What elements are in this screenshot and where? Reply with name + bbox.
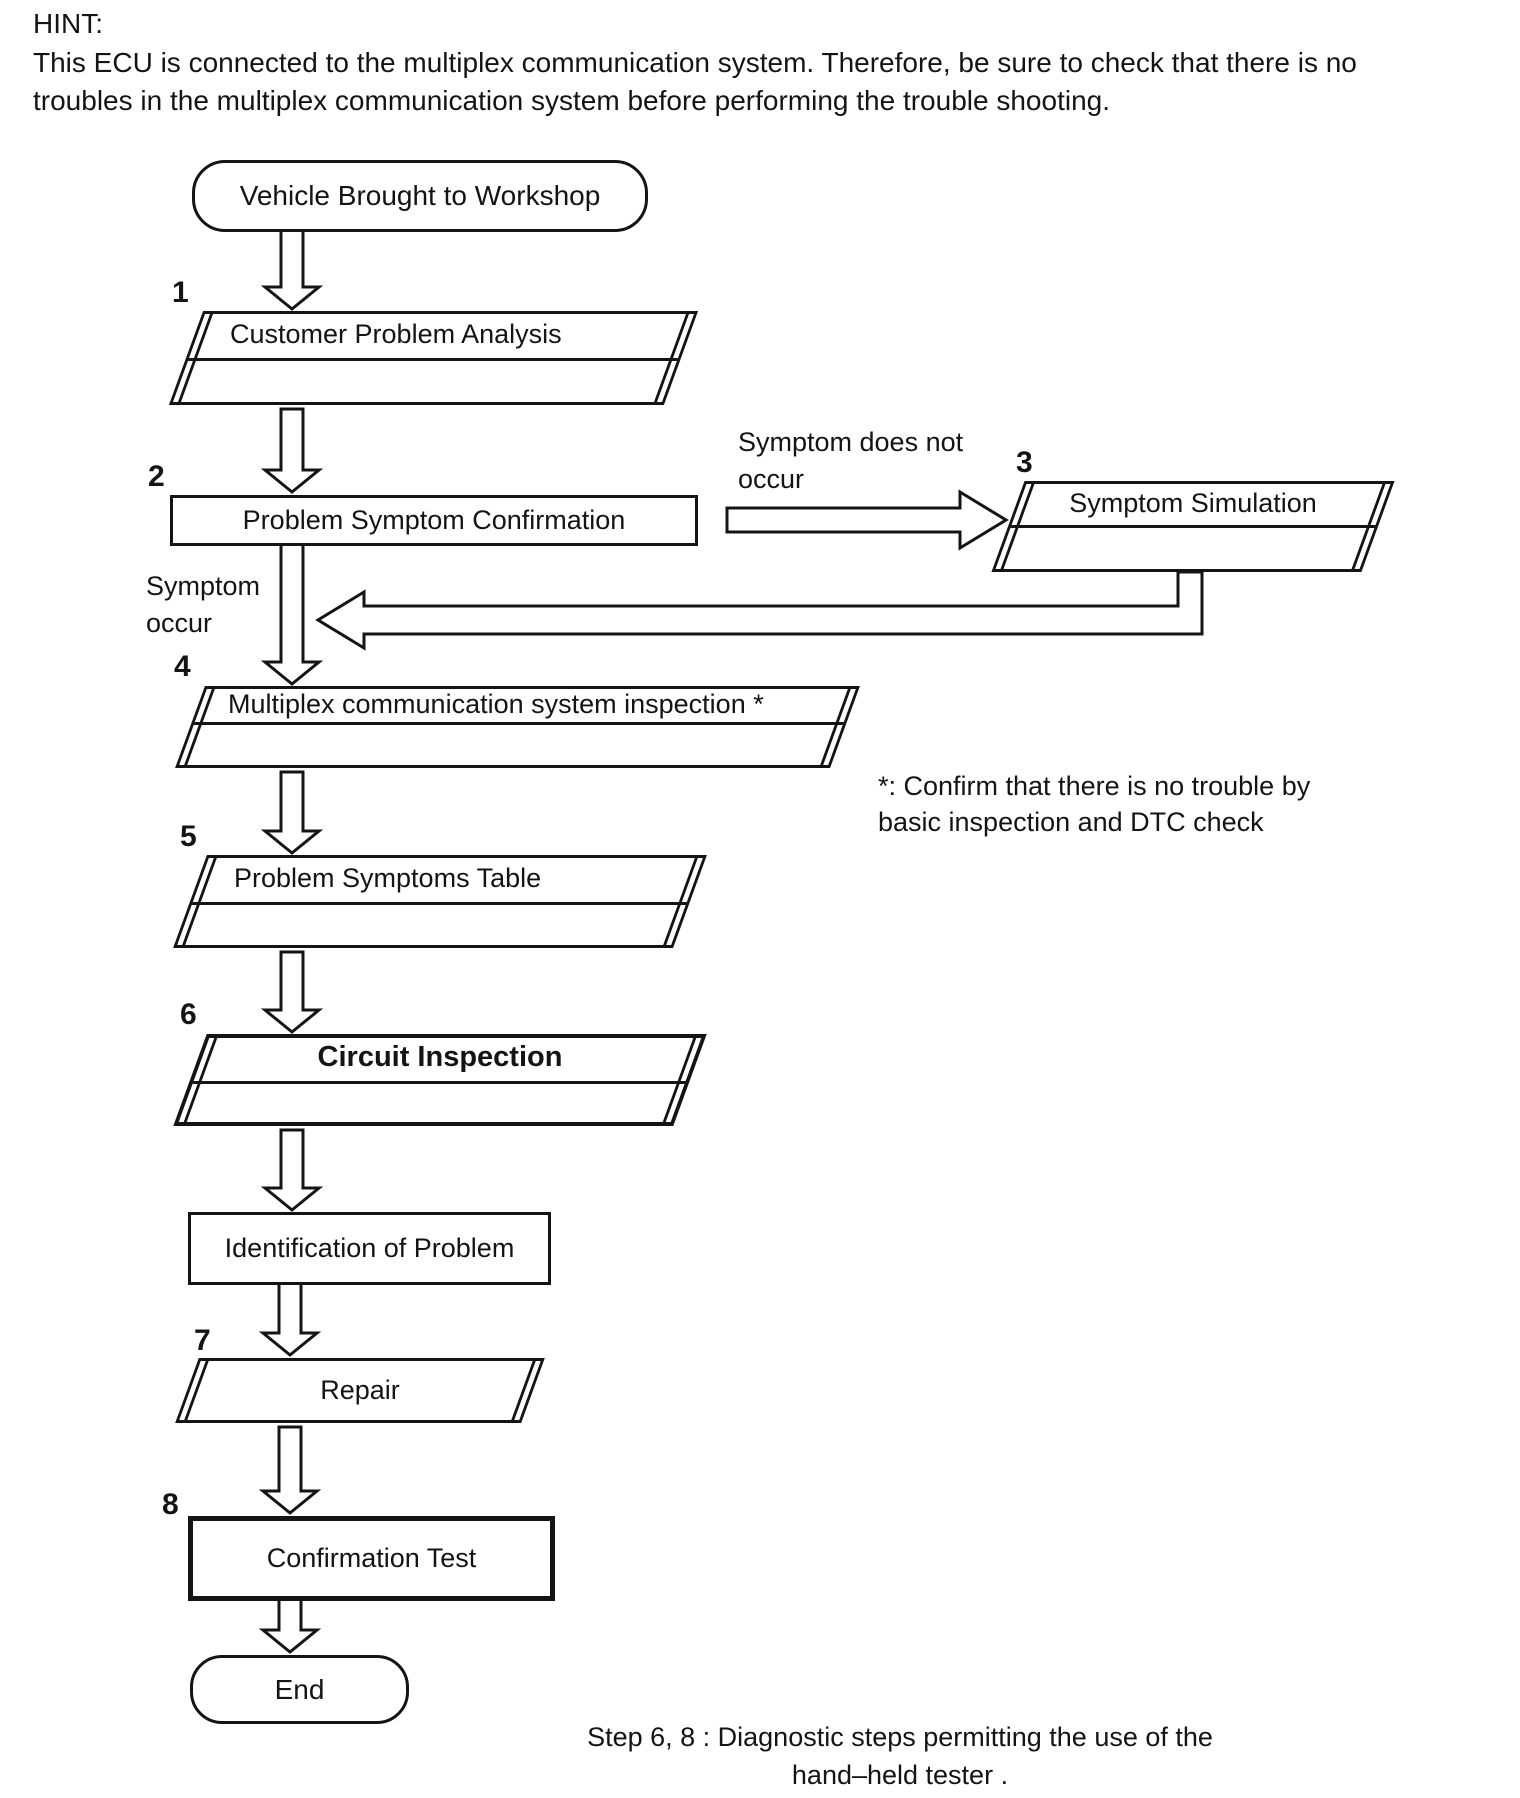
node-end-label: End xyxy=(274,1673,325,1705)
node-label: Customer Problem Analysis xyxy=(230,319,562,349)
arrow-step6-to-identification xyxy=(260,1128,324,1212)
step-number-2: 2 xyxy=(148,460,165,493)
edge-label-line-2: occur xyxy=(738,464,805,494)
band-divider xyxy=(191,902,687,905)
node-identification-of-problem: Identification of Problem xyxy=(188,1212,551,1285)
hint-paragraph: This ECU is connected to the multiplex c… xyxy=(33,44,1503,120)
step-number-3: 3 xyxy=(1016,446,1033,479)
band-divider xyxy=(187,358,679,361)
node-problem-symptoms-table: Problem Symptoms Table xyxy=(173,855,707,948)
node-start-terminal: Vehicle Brought to Workshop xyxy=(192,160,648,232)
arrow-identification-to-step7 xyxy=(258,1281,322,1357)
edge-label-symptom-occur: Symptom occur xyxy=(146,568,260,642)
edge-label-line-1: Symptom does not xyxy=(738,427,964,457)
footnote-line-1: *: Confirm that there is no trouble by xyxy=(878,771,1311,801)
arrow-step1-to-step2 xyxy=(260,407,324,494)
node-start-label: Vehicle Brought to Workshop xyxy=(239,180,601,211)
arrow-step2-to-step4 xyxy=(260,541,324,686)
arrow-step2-to-step3-right xyxy=(725,489,1009,551)
node-symptom-simulation: Symptom Simulation xyxy=(991,481,1395,572)
step-number-5: 5 xyxy=(180,820,197,853)
node-label: Multiplex communication system inspectio… xyxy=(228,688,764,719)
node-customer-problem-analysis: Customer Problem Analysis xyxy=(168,311,699,405)
node-problem-symptom-confirmation: Problem Symptom Confirmation xyxy=(170,495,698,546)
caption-line-1: Step 6, 8 : Diagnostic steps permitting … xyxy=(587,1722,1213,1752)
step-number-1: 1 xyxy=(172,276,189,309)
step-number-7: 7 xyxy=(194,1324,211,1357)
step-number-4: 4 xyxy=(174,650,191,683)
hint-line-1: This ECU is connected to the multiplex c… xyxy=(33,47,1357,78)
band-divider xyxy=(192,1081,686,1084)
caption-line-2: hand–held tester . xyxy=(791,1760,1009,1790)
node-label: Repair xyxy=(320,1375,400,1405)
node-circuit-inspection: Circuit Inspection xyxy=(173,1034,707,1126)
arrow-step8-to-end xyxy=(258,1593,322,1654)
band-divider xyxy=(1010,525,1376,528)
node-label: Circuit Inspection xyxy=(317,1040,563,1073)
edge-label-line-1: Symptom xyxy=(146,571,261,601)
arrow-step7-to-step8 xyxy=(258,1425,322,1515)
node-label: Identification of Problem xyxy=(224,1233,515,1263)
node-label: Problem Symptoms Table xyxy=(234,863,542,893)
node-end-terminal: End xyxy=(190,1655,409,1724)
edge-label-symptom-does-not-occur: Symptom does not occur xyxy=(738,424,963,498)
edge-label-line-2: occur xyxy=(146,608,213,638)
diagram-caption: Step 6, 8 : Diagnostic steps permitting … xyxy=(540,1718,1260,1794)
footnote-line-2: basic inspection and DTC check xyxy=(878,807,1264,837)
node-repair: Repair xyxy=(175,1358,545,1423)
hint-line-2: troubles in the multiplex communication … xyxy=(33,85,1110,116)
node-confirmation-test: Confirmation Test xyxy=(188,1516,555,1601)
arrow-step5-to-step6 xyxy=(260,950,324,1034)
hint-heading: HINT: xyxy=(33,8,103,39)
band-divider xyxy=(193,722,844,725)
arrow-start-to-step1 xyxy=(260,227,324,311)
arrow-step4-to-step5 xyxy=(260,770,324,855)
asterisk-footnote: *: Confirm that there is no trouble by b… xyxy=(878,768,1310,840)
arrow-step3-return xyxy=(315,570,1204,651)
node-label: Confirmation Test xyxy=(266,1543,477,1573)
node-label: Symptom Simulation xyxy=(1069,487,1317,518)
step-number-8: 8 xyxy=(162,1488,179,1521)
node-multiplex-communication-system-inspection: Multiplex communication system inspectio… xyxy=(175,686,860,768)
node-label: Problem Symptom Confirmation xyxy=(242,505,626,535)
step-number-6: 6 xyxy=(180,998,197,1031)
